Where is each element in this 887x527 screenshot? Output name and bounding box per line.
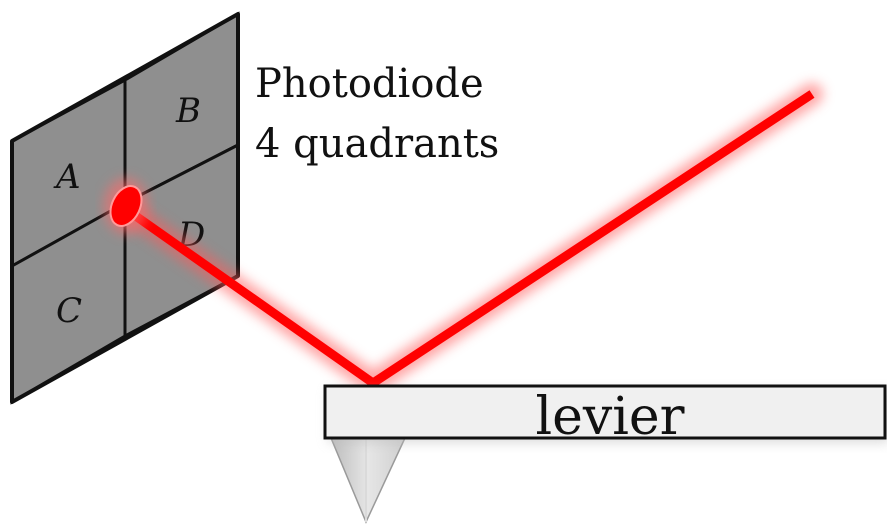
laser-spot-core xyxy=(109,185,143,227)
cantilever-tip xyxy=(329,437,407,524)
cantilever-body xyxy=(323,384,887,440)
cantilever: levier xyxy=(323,384,887,447)
laser-beam-core xyxy=(127,90,815,389)
quadrant-b-label: B xyxy=(175,91,201,131)
quadrant-c-label: C xyxy=(56,291,82,331)
cantilever-label: levier xyxy=(535,387,684,447)
laser-spot xyxy=(104,178,148,234)
photodiode-label-line2: 4 quadrants xyxy=(255,121,499,167)
photodiode-label-line1: Photodiode xyxy=(255,61,484,107)
laser-beam xyxy=(119,83,823,397)
quadrant-a-label: A xyxy=(53,157,81,197)
